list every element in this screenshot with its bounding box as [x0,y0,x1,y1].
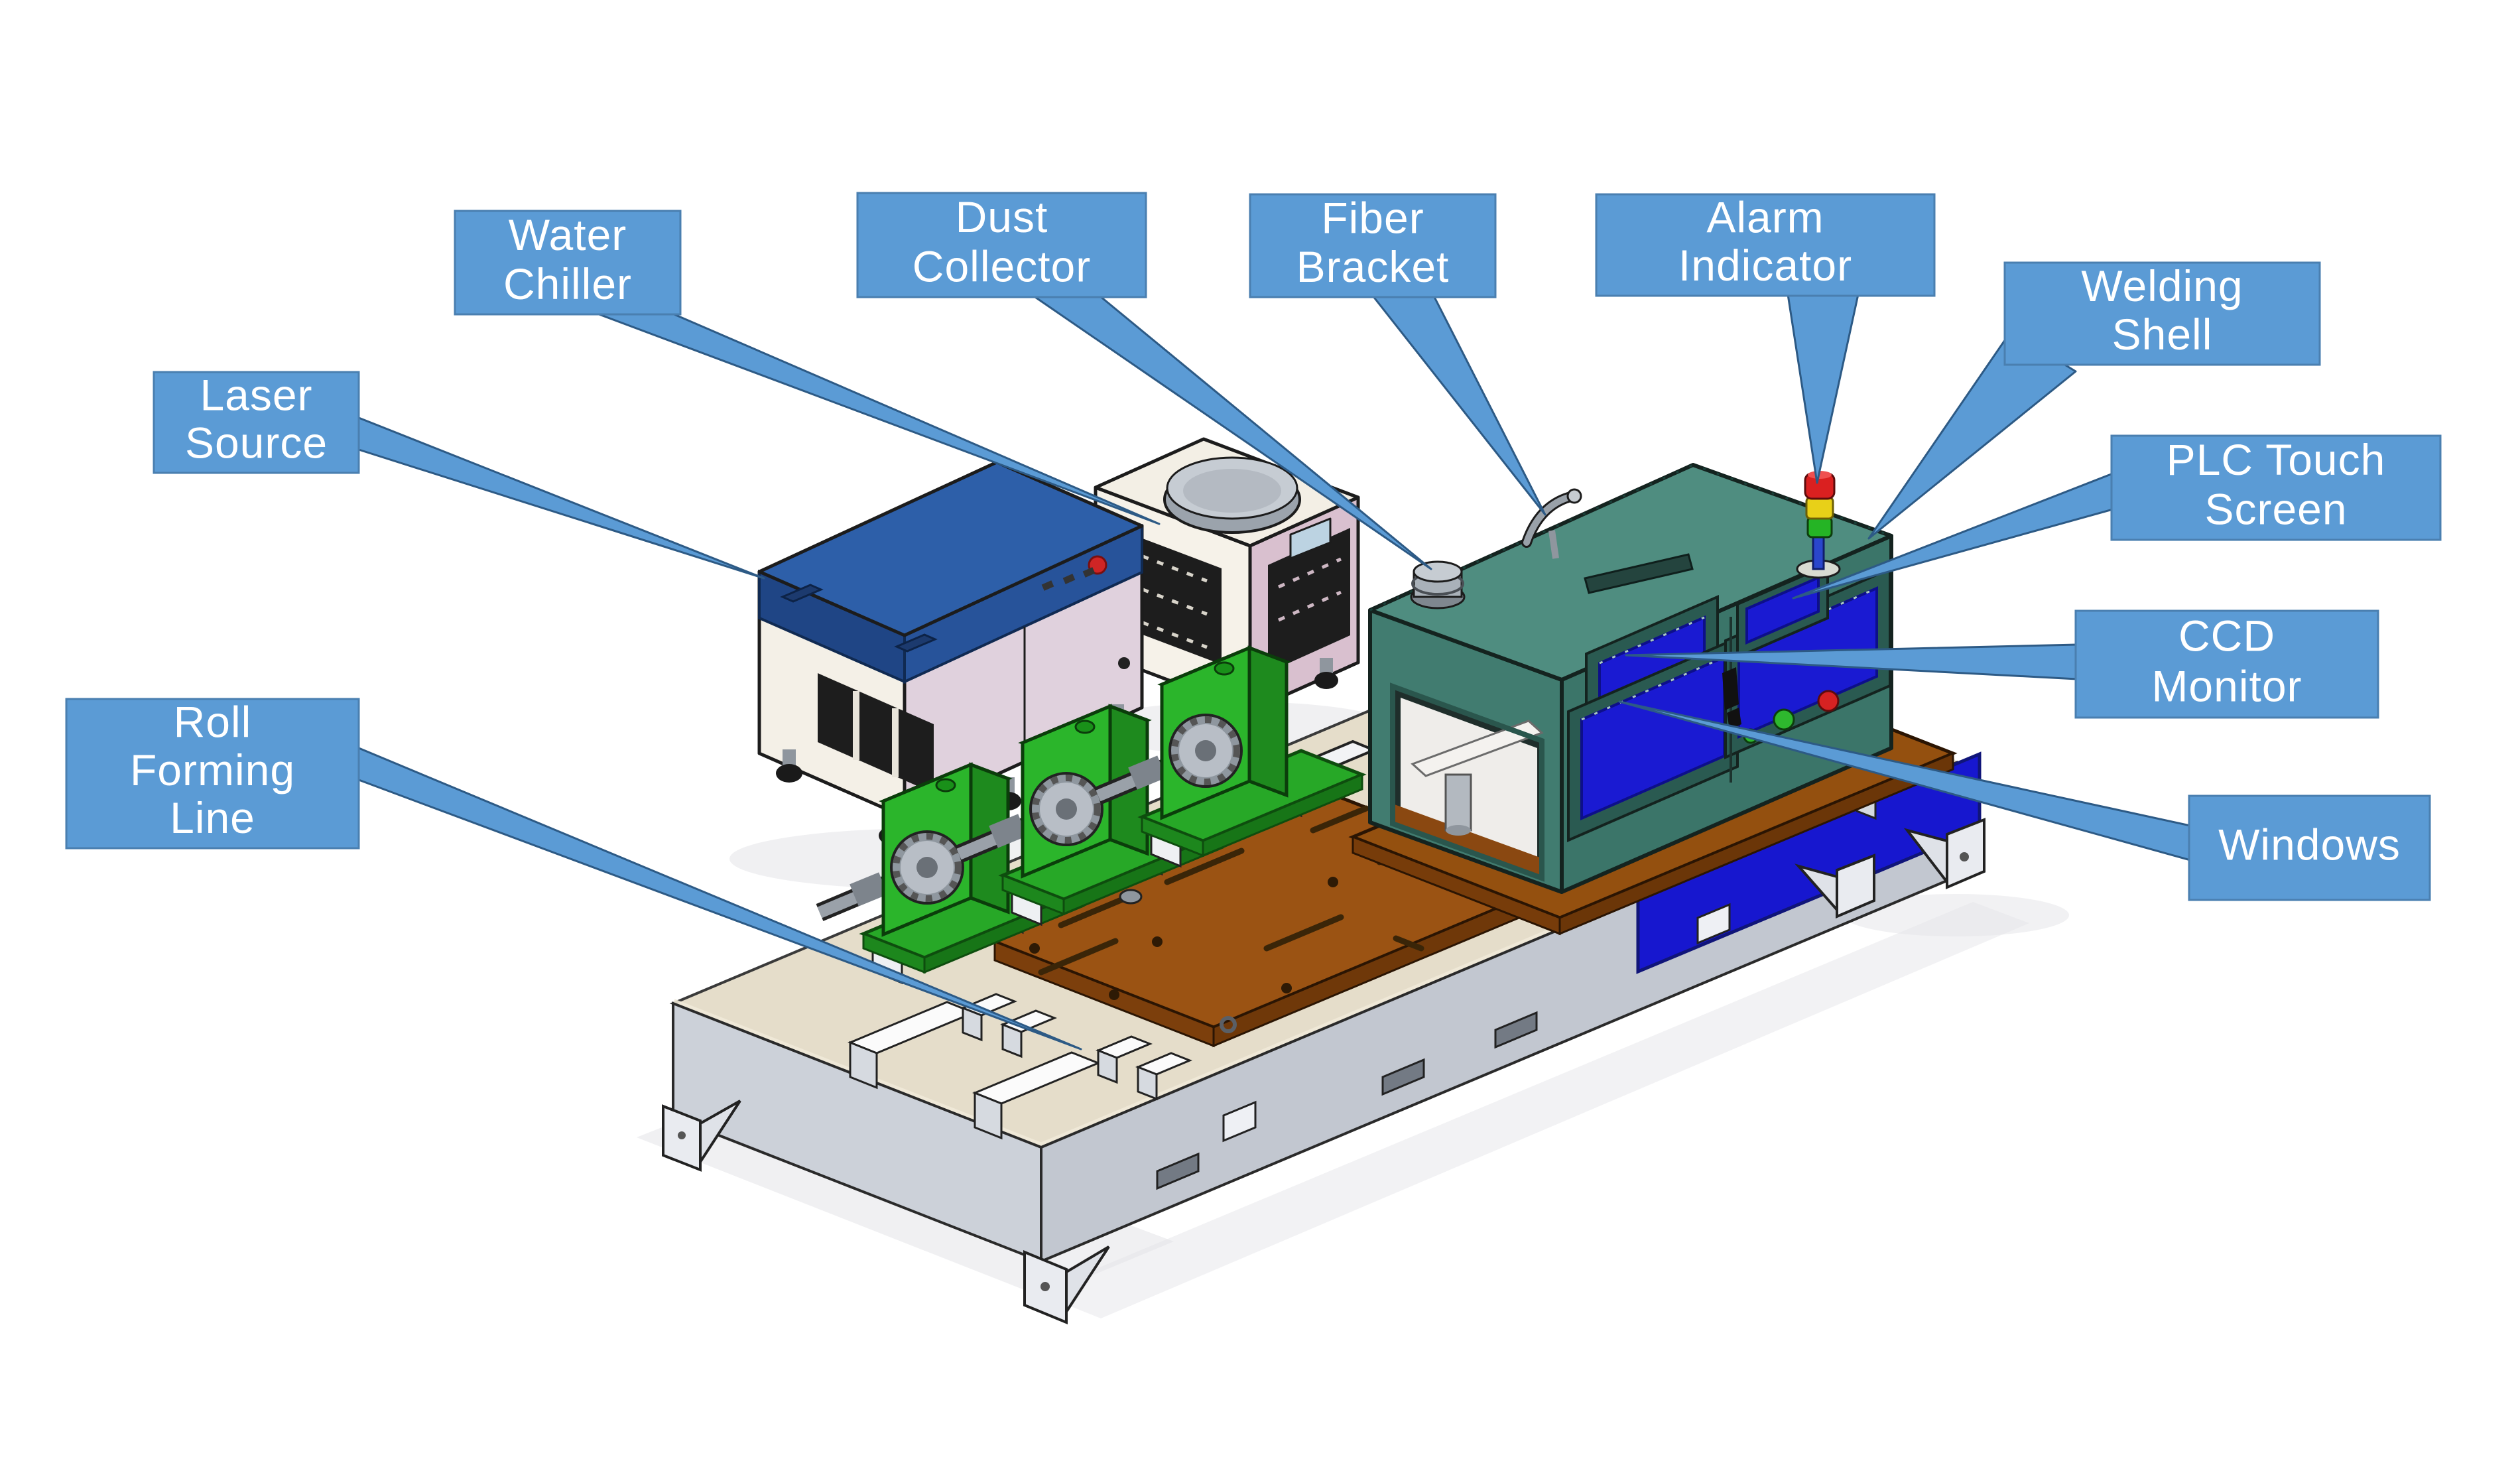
dust-collection-port [1410,560,1466,609]
leader-line [1371,294,1546,516]
label-box [2003,261,2321,366]
label-box [1595,193,1936,297]
fiber-bracket-part [1521,488,1582,559]
work-table [1411,720,1544,777]
roll-forming-unit [1094,645,1367,868]
doorway-opening [1390,682,1544,882]
chiller-vent-right [1268,528,1350,672]
top-slot [1584,553,1694,594]
leader-line [594,312,1161,525]
water-chiller-machine [1094,437,1360,734]
plc-touch-screen-panel [1745,575,1820,645]
label-box [856,192,1147,298]
label-box [2110,434,2442,541]
label-box [454,210,682,316]
welding-machine [1348,463,1958,936]
door-handle [1727,708,1741,730]
platform-feet [662,818,1985,1324]
leader-line [1787,293,1859,484]
clamp-blocks [848,751,1932,1140]
laser-vent [818,673,934,793]
door-hinge [1722,667,1739,710]
chiller-control-panel [1289,517,1332,560]
alarm-indicator-light [1796,471,1841,579]
leader-line [357,416,765,580]
label-box [1249,193,1497,298]
laser-door-handle [1118,657,1130,669]
label-box [153,371,360,474]
observation-windows [1567,562,1891,843]
label-box [2074,609,2379,719]
laser-latch [780,584,824,603]
table-column [1444,773,1472,832]
laser-source-machine [757,460,1144,845]
start-button [1773,708,1795,731]
stop-button [1817,690,1840,712]
roll-forming-line-units [816,645,1463,985]
label-text: Windows [2218,820,2401,869]
label-box [2188,794,2431,901]
alarm-yellow-lamp [1805,496,1834,520]
callout-windows: Windows [1618,700,2431,901]
label-box [65,698,360,850]
alarm-green-lamp [1806,516,1833,539]
laser-latch [894,633,938,653]
